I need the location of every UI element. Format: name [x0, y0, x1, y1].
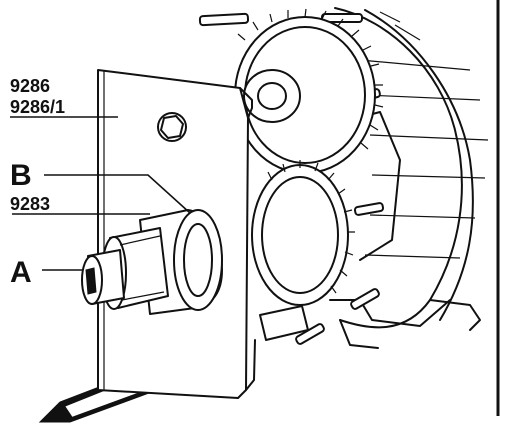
lower-gear	[251, 160, 355, 306]
label-b: B	[10, 159, 32, 192]
label-9286: 9286	[10, 76, 50, 96]
leader-b	[44, 174, 191, 214]
upper-gear	[234, 8, 384, 174]
puller-tool-9283	[81, 209, 223, 315]
label-9283: 9283	[10, 194, 50, 214]
leader-lines	[10, 116, 191, 271]
bracket-bolt	[157, 112, 187, 142]
label-9286-1: 9286/1	[10, 97, 65, 117]
label-a: A	[10, 256, 32, 289]
gearbox-housing	[329, 7, 489, 349]
